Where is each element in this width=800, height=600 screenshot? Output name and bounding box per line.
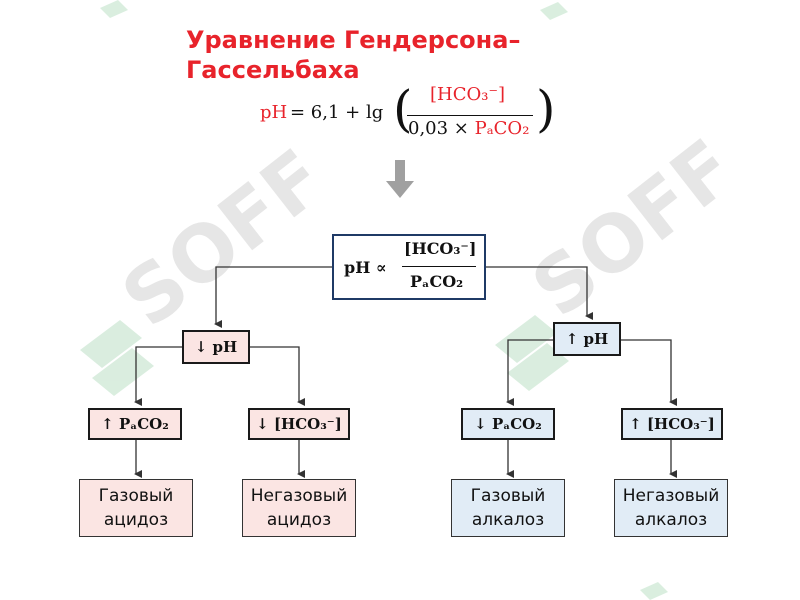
henderson-hasselbalch-formula: pH = 6,1 + lg ( [HCO₃⁻] 0,03 × PₐCO₂ ) [260, 80, 556, 146]
right-node-to-hco3-connector [621, 339, 677, 406]
respiratory-acidosis-leaf: Газовый ацидоз [79, 479, 193, 537]
formula-paren-left: ( [393, 80, 413, 138]
metabolic-acidosis-leaf: Негазовый ацидоз [242, 479, 356, 537]
center-to-right-connector [486, 266, 593, 320]
formula-equals: = 6,1 + lg [290, 102, 384, 123]
center-denominator: PₐCO₂ [410, 272, 464, 291]
center-to-left-connector [214, 266, 332, 328]
formula-paren-right: ) [536, 80, 556, 138]
decreased-ph-node: ↓ pH [182, 330, 250, 364]
formula-numerator: [HCO₃⁻] [430, 84, 505, 105]
right-decreased-paco2-node: ↓ PₐCO₂ [461, 408, 555, 440]
proportionality-box: pH ∝ [HCO₃⁻] PₐCO₂ [332, 234, 486, 300]
formula-denominator-paco2: PₐCO₂ [474, 118, 530, 139]
title-line-1: Уравнение Гендерсона– [186, 26, 521, 54]
left-node-to-paco2-connector [134, 346, 182, 406]
right-increased-hco3-node: ↑ [HCO₃⁻] [621, 408, 723, 440]
center-numerator: [HCO₃⁻] [404, 239, 477, 258]
center-lhs: pH ∝ [344, 258, 387, 277]
formula-fraction-bar [407, 115, 533, 116]
metabolic-alkalosis-leaf: Негазовый алкалоз [614, 479, 728, 537]
gray-down-arrow-icon [386, 160, 414, 198]
center-fraction-bar [402, 266, 476, 267]
left-node-to-hco3-connector [250, 346, 305, 406]
left-decreased-hco3-node: ↓ [HCO₃⁻] [248, 408, 350, 440]
formula-denominator: 0,03 × PₐCO₂ [408, 118, 530, 139]
respiratory-alkalosis-leaf: Газовый алкалоз [451, 479, 565, 537]
left-increased-paco2-node: ↑ PₐCO₂ [88, 408, 182, 440]
right-node-to-paco2-connector [506, 339, 553, 406]
increased-ph-node: ↑ pH [553, 322, 621, 356]
formula-ph: pH [260, 102, 288, 123]
title-line-2: Гассельбаха [186, 56, 360, 84]
